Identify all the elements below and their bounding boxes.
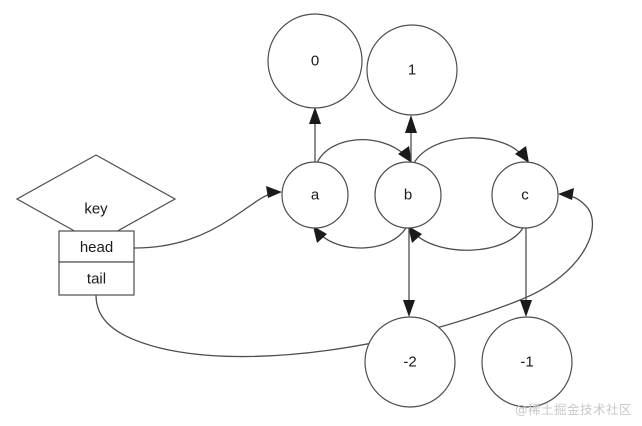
edge-a-next-b-line — [316, 139, 406, 164]
list-node-a-label: a — [311, 187, 320, 204]
head-field-label: head — [80, 239, 113, 256]
edge-c-prev-b — [408, 226, 524, 251]
watermark: @稀土掘金技术社区 — [514, 402, 632, 417]
edge-head-to-a — [133, 186, 282, 249]
list-node-b-circle[interactable] — [374, 161, 442, 229]
edge-b-next-c-line — [413, 137, 523, 164]
value-node-zero[interactable]: 0 — [267, 13, 363, 109]
edge-b-prev-a-line — [319, 227, 407, 249]
edge-head-to-a-arrowhead — [266, 186, 282, 198]
edge-b-value-one-arrowhead — [405, 115, 417, 133]
tail-field-box[interactable] — [58, 261, 135, 296]
head-field-box[interactable] — [58, 230, 135, 263]
value-node-zero-label: 0 — [311, 53, 319, 70]
edge-tail-to-c-arrowhead — [558, 188, 574, 200]
tail-field-label: tail — [87, 271, 106, 288]
edge-tail-to-c — [95, 188, 594, 358]
value-node-minus-two[interactable]: -2 — [364, 316, 456, 408]
value-node-minus-one[interactable]: -1 — [481, 316, 573, 408]
edge-a-value-zero-arrowhead — [309, 107, 321, 124]
value-node-one-circle[interactable] — [366, 24, 458, 116]
value-node-minus-one-circle[interactable] — [481, 316, 573, 408]
list-node-b-label: b — [404, 187, 412, 204]
list-node-c-label: c — [521, 187, 529, 204]
edge-b-value-minus-two — [403, 228, 415, 317]
value-node-zero-circle[interactable] — [267, 13, 363, 109]
edge-c-value-minus-one-arrowhead — [520, 300, 532, 317]
edge-c-prev-b-arrowhead — [408, 226, 422, 243]
pointer-box-group[interactable]: head tail — [58, 230, 135, 296]
value-node-minus-one-label: -1 — [520, 354, 533, 371]
edge-c-prev-b-line — [414, 227, 524, 251]
edge-b-prev-a-arrowhead — [313, 226, 327, 243]
edge-b-prev-a — [313, 226, 407, 249]
edge-head-to-a-line — [133, 192, 274, 249]
edge-tail-to-c-line — [95, 194, 594, 358]
list-node-c[interactable]: c — [491, 161, 559, 229]
list-node-b[interactable]: b — [374, 161, 442, 229]
key-diamond-label: key — [84, 201, 108, 218]
list-node-a[interactable]: a — [281, 161, 349, 229]
key-diamond[interactable] — [15, 154, 177, 244]
value-node-minus-two-label: -2 — [403, 354, 416, 371]
edge-b-next-c-arrowhead — [515, 146, 529, 163]
edge-b-next-c — [413, 137, 529, 164]
value-node-one-label: 1 — [408, 62, 416, 79]
edge-b-value-minus-two-arrowhead — [403, 300, 415, 317]
edge-b-value-one — [405, 115, 417, 162]
value-node-minus-two-circle[interactable] — [364, 316, 456, 408]
key-diamond-group[interactable]: key — [15, 154, 177, 244]
value-node-one[interactable]: 1 — [366, 24, 458, 116]
list-node-c-circle[interactable] — [491, 161, 559, 229]
edge-a-next-b — [316, 139, 412, 164]
edge-a-next-b-arrowhead — [398, 146, 412, 163]
edge-a-value-zero — [309, 107, 321, 162]
edge-c-value-minus-one — [520, 228, 532, 317]
list-node-a-circle[interactable] — [281, 161, 349, 229]
